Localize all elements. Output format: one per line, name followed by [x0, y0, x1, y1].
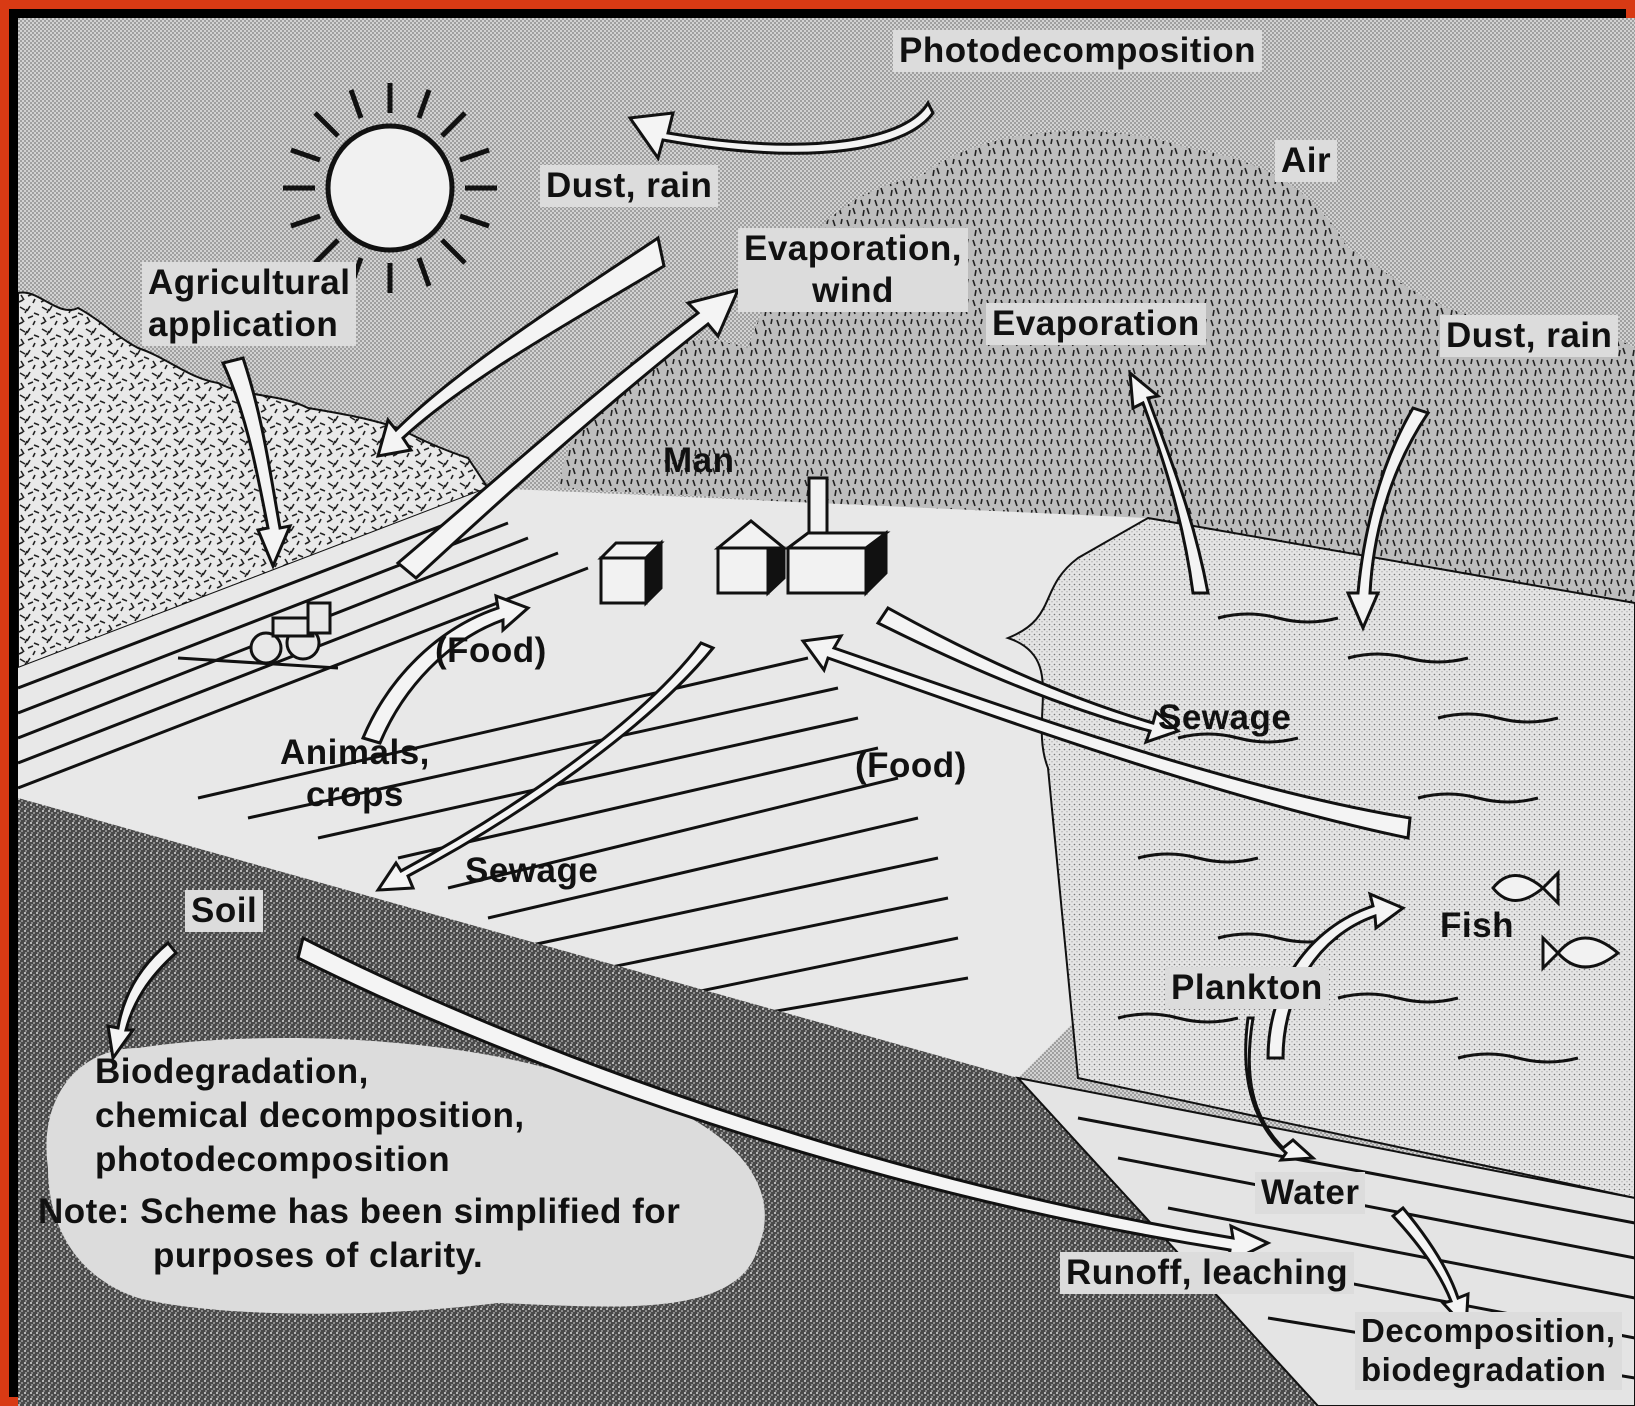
label-water: Water	[1255, 1172, 1365, 1214]
label-agricultural-application: Agricultural application	[142, 262, 356, 346]
label-note: Note: Scheme has been simplified for pur…	[38, 1190, 680, 1278]
label-biodegradation-box: Biodegradation, chemical decomposition, …	[95, 1050, 525, 1181]
label-decomposition-line-1: Decomposition,	[1361, 1312, 1616, 1351]
label-evaporation-wind-line-2: wind	[744, 270, 962, 312]
label-animals-crops-line-1: Animals,	[280, 732, 430, 774]
label-evaporation-wind-line-1: Evaporation,	[744, 228, 962, 270]
label-plankton: Plankton	[1165, 967, 1329, 1009]
label-decomposition-line-2: biodegradation	[1361, 1351, 1616, 1390]
label-fish: Fish	[1440, 905, 1514, 947]
label-soil: Soil	[185, 890, 263, 932]
label-note-line-2: purposes of clarity.	[38, 1234, 680, 1278]
label-air: Air	[1275, 140, 1337, 182]
label-evaporation: Evaporation	[986, 303, 1206, 345]
label-runoff-leaching: Runoff, leaching	[1060, 1252, 1354, 1294]
label-sewage-left: Sewage	[465, 850, 598, 892]
label-sewage-right: Sewage	[1158, 697, 1291, 739]
label-note-line-1: Note: Scheme has been simplified for	[38, 1190, 680, 1234]
label-man: Man	[663, 440, 735, 482]
label-dust-rain-right: Dust, rain	[1440, 315, 1618, 357]
label-agricultural-line-2: application	[148, 304, 350, 346]
label-decomposition: Decomposition, biodegradation	[1355, 1312, 1622, 1390]
label-agricultural-line-1: Agricultural	[148, 262, 350, 304]
label-food-left: (Food)	[435, 630, 547, 672]
label-biodegradation-line-2: chemical decomposition,	[95, 1094, 525, 1138]
label-biodegradation-line-1: Biodegradation,	[95, 1050, 525, 1094]
label-animals-crops: Animals, crops	[280, 732, 430, 816]
label-dust-rain-top: Dust, rain	[540, 165, 718, 207]
label-evaporation-wind: Evaporation, wind	[738, 228, 968, 312]
label-food-right: (Food)	[855, 745, 967, 787]
label-animals-crops-line-2: crops	[280, 774, 430, 816]
label-biodegradation-line-3: photodecomposition	[95, 1138, 525, 1182]
label-photodecomposition: Photodecomposition	[893, 30, 1262, 72]
